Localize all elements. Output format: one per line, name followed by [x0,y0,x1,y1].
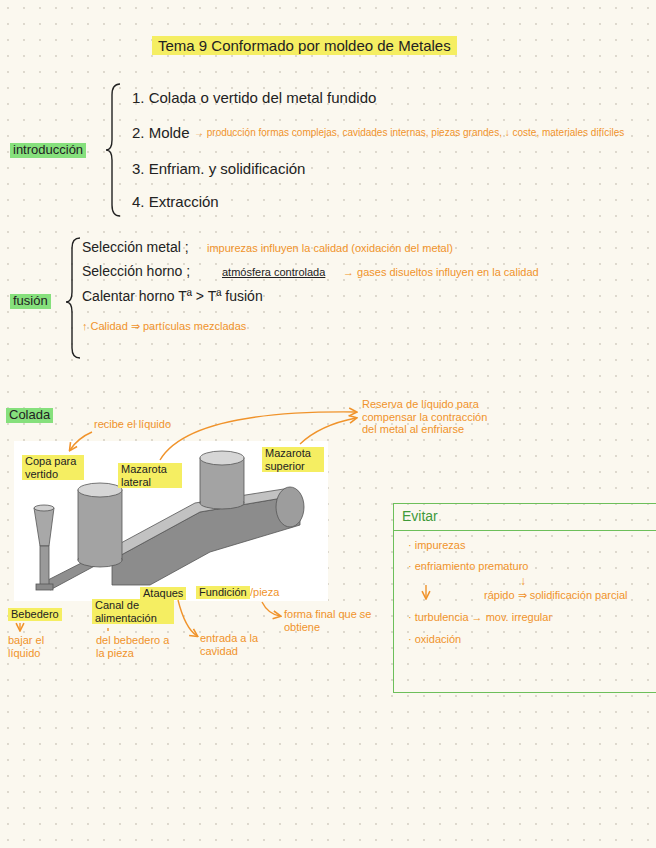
step-item: 2. Molde [132,124,190,141]
casting-illustration [14,441,328,601]
box-item: rápido ⇒ solidificación parcial [394,589,656,603]
note: /pieza [250,586,279,599]
part-name: Fundición [196,586,250,599]
step-item: 1. Colada o vertido del metal fundido [132,89,376,106]
note: impurezas influyen la calidad (oxidación… [207,242,453,255]
note: → producción formas complejas, cavidades… [194,127,649,139]
brace [106,84,120,216]
list-item: Calentar horno Tª > Tª fusión [82,288,263,304]
box-heading: Evitar [394,504,656,531]
list-item: Selección metal ; [82,239,189,255]
note: atmósfera controlada [222,266,325,279]
note-box: Evitar · impurezas · enfriamiento prematur… [393,503,656,693]
note: recibe el líquido [94,418,171,431]
part-name: Mazarota superior [262,447,324,472]
note: forma final que se obtiene [284,608,376,633]
box-item: · impurezas [394,539,656,553]
note: ↑ Calidad ⇒ partículas mezcladas [82,320,246,333]
note: entrada a la cavidad [200,632,286,657]
note: → gases disueltos influyen en la calidad [343,266,539,279]
box-item: · turbulencia → mov. irregular [394,611,656,625]
leader-arrows [20,412,426,636]
step-item: 4. Extracción [132,193,219,210]
box-item: · enfriamiento prematuro [394,560,656,574]
part-name: Ataques [140,587,186,600]
section-heading: Colada [6,408,53,423]
section-heading: fusión [10,294,51,309]
box-item: · oxidación [394,633,656,647]
part-name: Copa para vertido [22,455,84,480]
section-heading: introducción [10,143,86,158]
note: del bebedero a la pieza [96,634,180,659]
brace [66,238,80,358]
step-item: 3. Enfriam. y solidificación [132,160,305,177]
note: bajar el líquido [8,634,66,659]
part-name: Bebedero [8,608,62,621]
list-item: Selección horno ; [82,263,190,279]
box-item: ↓ [394,574,656,589]
note: Reserva de líquido para compensar la con… [362,398,490,436]
part-name: Mazarota lateral [118,463,182,488]
page-title: Tema 9 Conformado por moldeo de Metales [152,36,457,55]
part-name: Canal de alimentación [92,599,174,624]
